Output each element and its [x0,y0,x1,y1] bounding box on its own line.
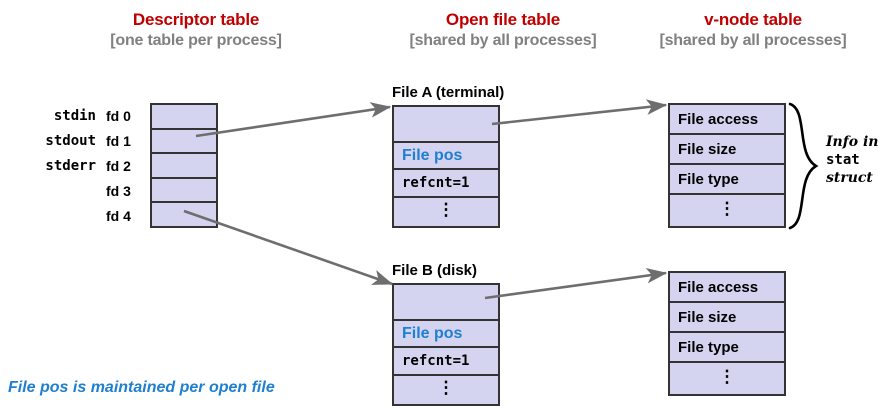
file-a-cell-refcnt[interactable]: refcnt=1 [394,170,498,198]
stat-note-line2: stat [826,152,860,169]
vnode-table-b: File access File size File type ⋮ [668,271,786,396]
arrow-file-b-to-vnode-b [484,267,668,300]
curly-brace-icon [788,102,819,230]
vnode-a-cell-file-type[interactable]: File type [670,165,784,195]
descriptor-cell-fd1[interactable] [152,129,216,155]
fd-number: fd 1 [106,132,131,149]
file-a-label: File A (terminal) [392,84,505,101]
fd-number: fd 2 [106,157,131,174]
file-b-cell-ellipsis: ⋮ [394,375,498,404]
open-file-table-title: Open file table [445,10,561,29]
arrow-file-a-to-vnode-a [491,99,668,126]
descriptor-table [150,103,218,228]
fd-label-row: stderr fd 2 [0,153,146,178]
column-heading-vnode-table: v-node table [shared by all processes] [628,9,878,52]
descriptor-cell-fd4[interactable] [152,203,216,226]
fd-label-row: stdout fd 1 [0,128,146,153]
fd-label-row: stdin fd 0 [0,103,146,128]
stream-name: stdin [53,107,96,124]
file-a-cell-filepos[interactable]: File pos [394,143,498,171]
open-file-table-a: File pos refcnt=1 ⋮ [392,105,500,228]
vnode-table-subtitle: [shared by all processes] [659,32,847,50]
vnode-b-cell-ellipsis: ⋮ [670,363,784,394]
stream-name: stderr [45,157,96,174]
vnode-b-cell-file-access[interactable]: File access [670,273,784,303]
descriptor-table-title: Descriptor table [132,10,260,29]
vnode-a-cell-file-size[interactable]: File size [670,135,784,165]
arrow-fd1-to-file-a [195,102,392,138]
file-b-cell-blank[interactable] [394,285,498,322]
fd-number: fd 4 [106,207,131,224]
file-a-cell-blank[interactable] [394,107,498,144]
open-file-table-subtitle: [shared by all processes] [409,32,597,50]
stream-name: stdout [45,132,96,149]
fd-number: fd 0 [106,107,131,124]
fd-label-column: stdin fd 0 stdout fd 1 stderr fd 2 fd 3 … [0,103,146,228]
stat-note-line1: Info in [826,134,879,150]
vnode-b-cell-file-size[interactable]: File size [670,303,784,333]
fd-label-row: fd 3 [0,178,146,203]
descriptor-table-subtitle: [one table per process] [110,32,282,50]
descriptor-cell-fd2[interactable] [152,154,216,179]
stat-struct-note: Info in stat struct [826,133,892,188]
file-a-cell-ellipsis: ⋮ [394,197,498,226]
file-b-cell-refcnt[interactable]: refcnt=1 [394,348,498,376]
descriptor-cell-fd0[interactable] [152,105,216,130]
footnote-text: File pos is maintained per open file [8,379,275,396]
column-heading-descriptor-table: Descriptor table [one table per process] [76,9,316,52]
fd-label-row: fd 4 [0,203,146,228]
vnode-a-cell-ellipsis: ⋮ [670,195,784,226]
stat-note-line3: struct [826,170,873,187]
vnode-table-a: File access File size File type ⋮ [668,103,786,228]
descriptor-cell-fd3[interactable] [152,178,216,204]
file-b-label: File B (disk) [392,262,478,279]
open-file-table-b: File pos refcnt=1 ⋮ [392,283,500,406]
vnode-b-cell-file-type[interactable]: File type [670,333,784,363]
stat-brace [786,100,826,232]
fd-number: fd 3 [106,182,131,199]
file-b-cell-filepos[interactable]: File pos [394,321,498,349]
column-heading-open-file-table: Open file table [shared by all processes… [378,9,628,52]
vnode-table-title: v-node table [704,10,802,29]
vnode-a-cell-file-access[interactable]: File access [670,105,784,135]
